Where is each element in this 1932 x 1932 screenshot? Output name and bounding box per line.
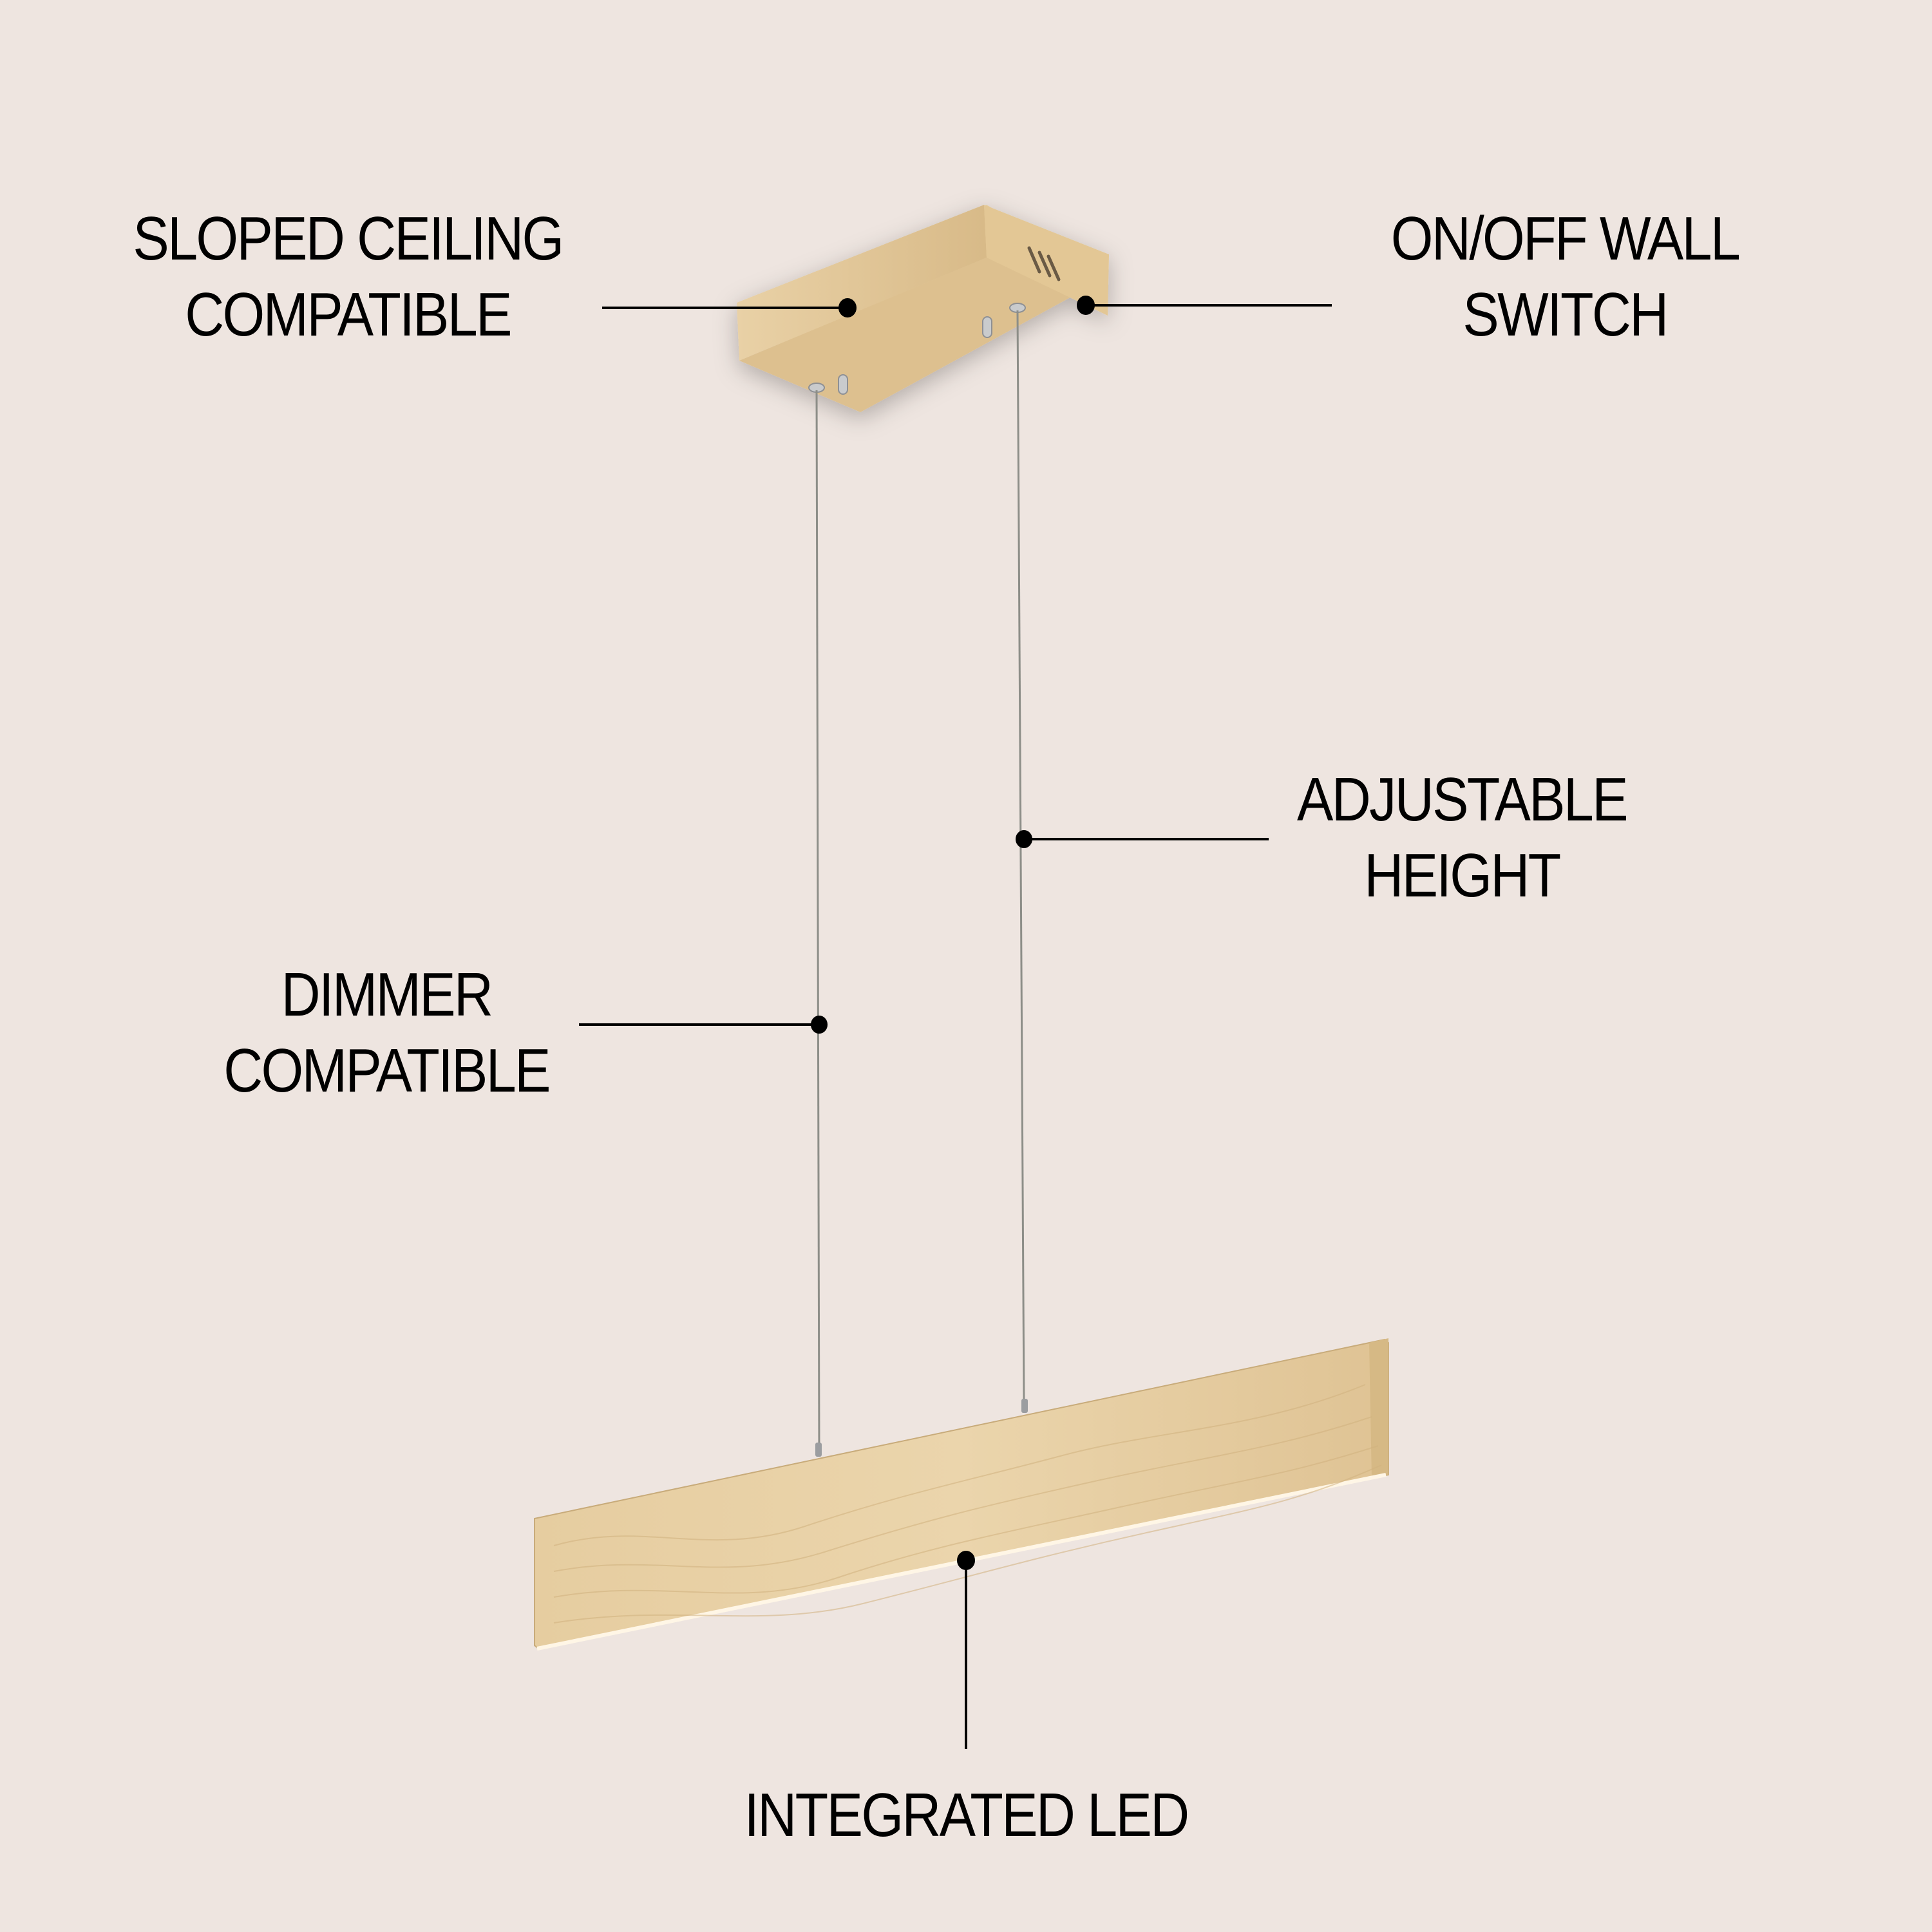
callout-on-off-switch: ON/OFF WALL SWITCH — [1338, 201, 1792, 353]
vent-slots-icon — [1027, 246, 1061, 281]
callout-leaders — [579, 296, 1332, 1749]
callout-line: SWITCH — [1463, 280, 1669, 349]
callout-line: SLOPED CEILING — [133, 204, 564, 273]
callout-line: ON/OFF WALL — [1390, 204, 1741, 273]
callout-line: ADJUSTABLE — [1297, 765, 1629, 834]
callout-dimmer: DIMMER COMPATIBLE — [160, 957, 613, 1109]
callout-line: DIMMER — [281, 960, 493, 1029]
callout-line: INTEGRATED LED — [744, 1781, 1189, 1850]
canopy-hardware — [808, 303, 1026, 395]
callout-line: COMPATIBLE — [185, 280, 512, 349]
cable-clamps — [815, 1399, 1028, 1457]
callout-line: HEIGHT — [1364, 841, 1561, 910]
callout-sloped-ceiling: SLOPED CEILING COMPATIBLE — [121, 201, 574, 353]
suspension-cables — [815, 310, 1025, 1450]
callout-line: COMPATIBLE — [223, 1036, 551, 1105]
led-bar — [534, 1338, 1389, 1651]
callout-integrated-led: INTEGRATED LED — [683, 1777, 1249, 1853]
ceiling-canopy — [737, 205, 1109, 412]
callout-adjustable-height: ADJUSTABLE HEIGHT — [1235, 762, 1689, 914]
